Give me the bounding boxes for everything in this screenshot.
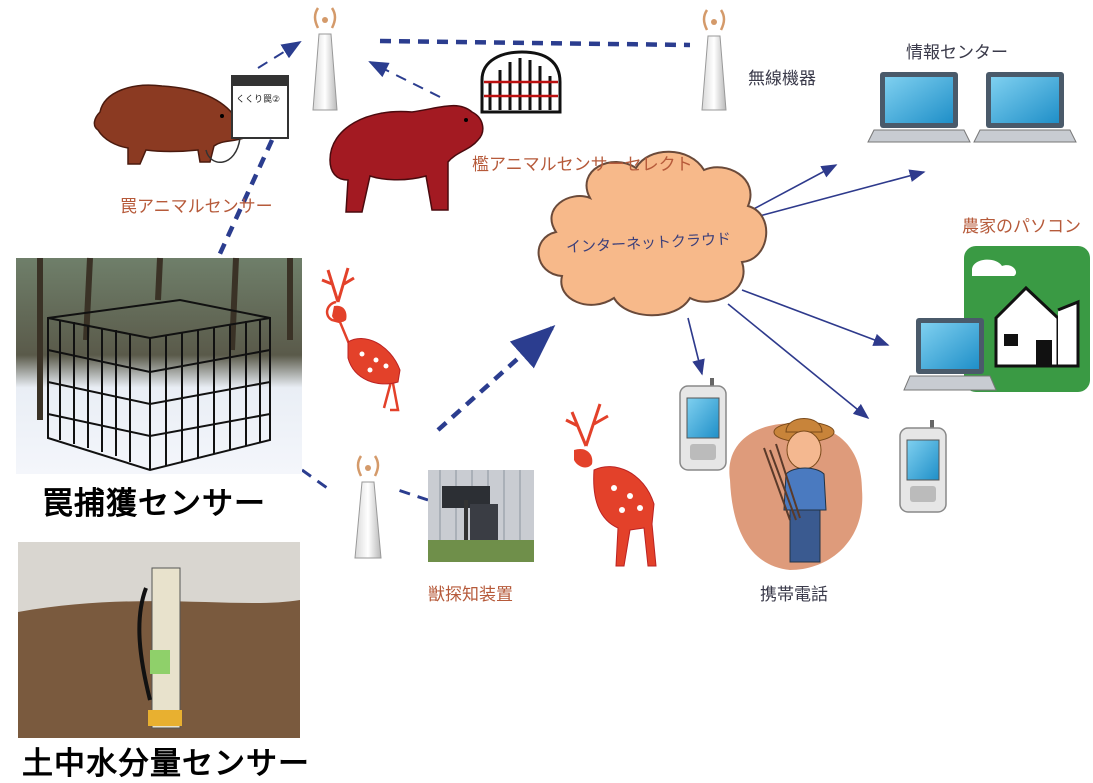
soil-moisture-photo xyxy=(18,542,300,738)
bear-icon xyxy=(329,104,484,213)
laptop-icon xyxy=(903,318,997,391)
antenna-icon xyxy=(312,7,338,111)
link-antenna-top-to-wireless xyxy=(379,38,691,48)
trap-box-text: くくり罠② xyxy=(236,94,280,105)
wireless-device-label: 無線機器 xyxy=(748,69,816,89)
link-cage-to-antenna xyxy=(368,61,441,98)
soil-moisture-sensor-label: 土中水分量センサー xyxy=(22,746,310,782)
wireless-links xyxy=(215,38,691,502)
trap-animal-sensor-label: 罠アニマルセンサー xyxy=(120,197,273,217)
info-center-label: 情報センター xyxy=(906,43,1008,63)
mobile-phone-label: 携帯電話 xyxy=(760,585,828,605)
mobile-phone-icon xyxy=(899,420,947,513)
laptop-icon xyxy=(867,72,971,143)
farmer-pc-label: 農家のパソコン xyxy=(962,217,1081,237)
beast-detector-label: 獣探知装置 xyxy=(428,585,513,605)
link-trap-box-to-antenna xyxy=(257,40,302,69)
farmer-icon xyxy=(729,418,863,570)
trap-capture-photo xyxy=(16,257,302,474)
beast-detector-photo xyxy=(428,470,534,562)
link-trap-to-photo xyxy=(215,139,275,259)
laptop-icon xyxy=(973,72,1077,143)
trap-box-device: くくり罠② xyxy=(205,75,289,164)
trap-capture-sensor-label: 罠捕獲センサー xyxy=(42,486,266,522)
arrow-cloud-to-phone-left xyxy=(687,317,705,376)
arrow-cloud-to-info-right xyxy=(751,169,926,219)
link-photo-to-antenna xyxy=(301,468,331,492)
link-antenna-to-cloud xyxy=(436,324,556,432)
barn-icon xyxy=(964,246,1090,392)
antenna-icon xyxy=(701,9,727,111)
mobile-phone-icon xyxy=(679,378,727,471)
deer-icon xyxy=(565,403,657,567)
boar-icon xyxy=(93,84,248,165)
cloud-arrows xyxy=(687,164,926,420)
cloud-icon xyxy=(537,150,768,317)
deer-icon xyxy=(321,267,401,412)
link-detector-to-antenna xyxy=(391,486,429,502)
arrow-cloud-to-phone-right xyxy=(727,303,870,420)
antenna-icon xyxy=(354,455,382,559)
cage-animal-sensor-label: 檻アニマルセンサーセレクト xyxy=(472,155,693,175)
arrow-cloud-to-info-left xyxy=(747,164,838,213)
cage-trap-icon xyxy=(480,50,562,114)
arrow-cloud-to-farmer-pc xyxy=(741,289,890,346)
